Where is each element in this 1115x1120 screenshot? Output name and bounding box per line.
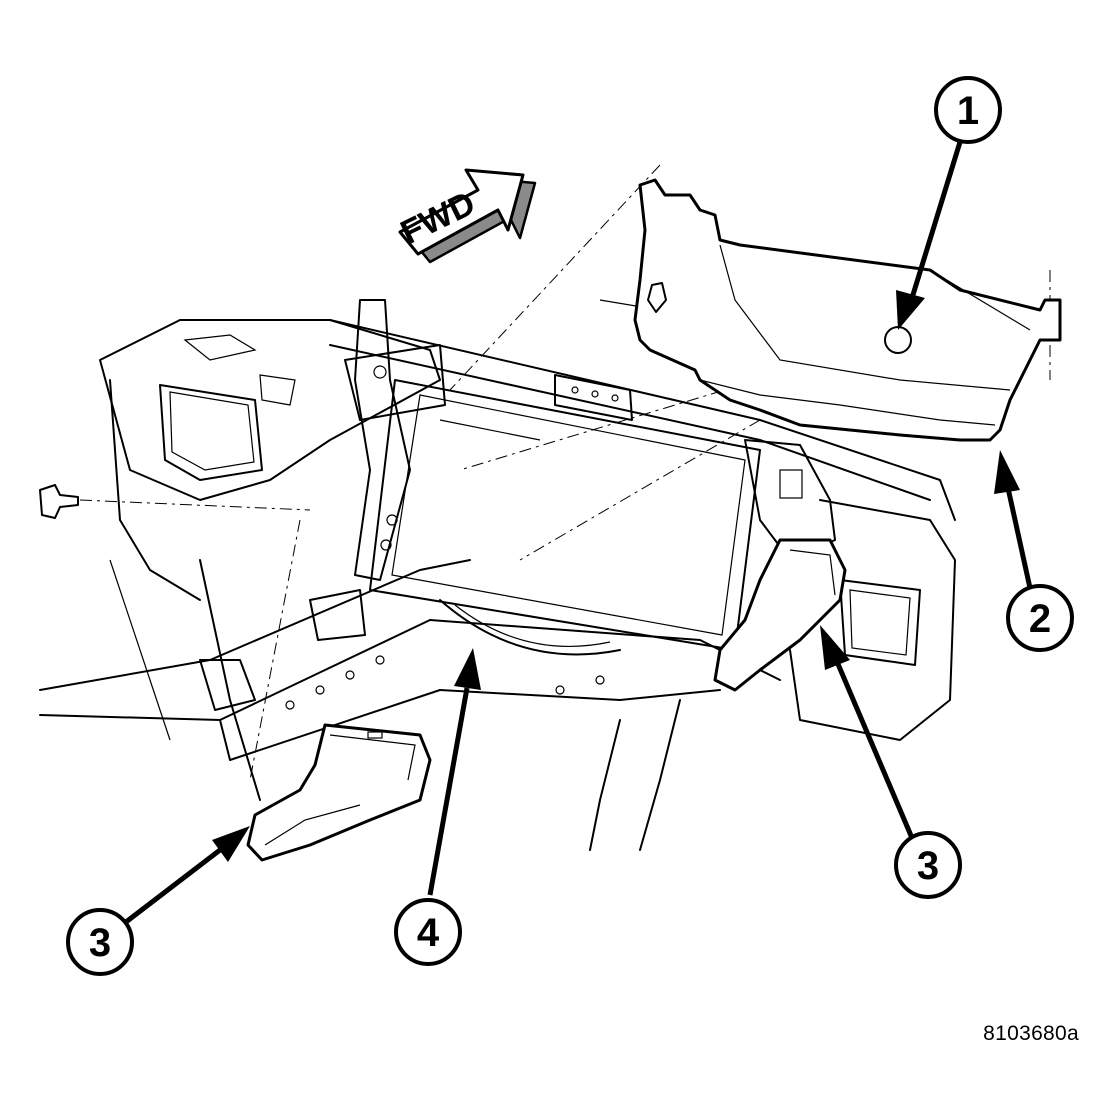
front-end-structure bbox=[39, 299, 956, 851]
callout-2-number: 2 bbox=[1029, 597, 1051, 641]
callout-2: 2 bbox=[1006, 584, 1074, 652]
callout-1: 1 bbox=[934, 76, 1002, 144]
callout-4-number: 4 bbox=[417, 911, 440, 955]
air-duct-left bbox=[246, 723, 432, 862]
callout-3-right: 3 bbox=[894, 831, 962, 899]
push-pin-fastener bbox=[39, 484, 79, 519]
callout-1-number: 1 bbox=[957, 89, 979, 133]
callout-3-left-number: 3 bbox=[89, 921, 111, 965]
leader-arrows bbox=[120, 141, 1033, 927]
forward-direction-arrow: FWD bbox=[395, 168, 537, 264]
upper-shroud bbox=[633, 178, 1062, 442]
callout-3-right-number: 3 bbox=[917, 844, 939, 888]
installation-lines bbox=[79, 164, 1051, 781]
callout-4: 4 bbox=[394, 898, 462, 966]
figure-id-label: 8103680a bbox=[983, 1022, 1079, 1045]
callout-3-left: 3 bbox=[66, 908, 134, 976]
air-duct-right bbox=[713, 538, 847, 692]
